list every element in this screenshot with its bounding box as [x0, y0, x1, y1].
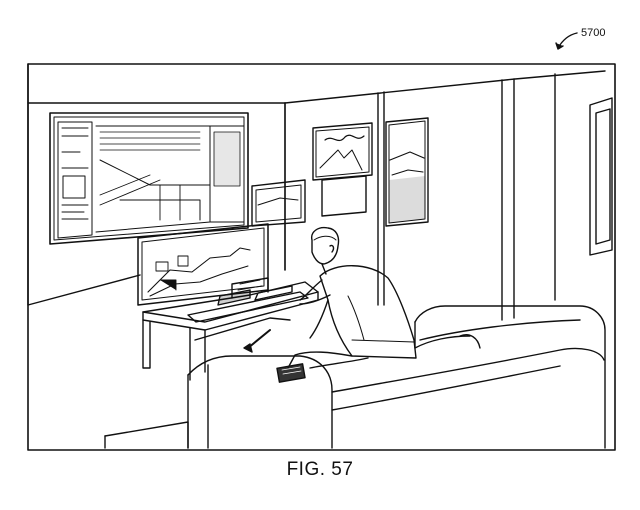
- seated-person-icon: [287, 226, 417, 369]
- reference-arrow-icon: [555, 32, 578, 50]
- virtual-panel-icon-2: [385, 117, 429, 227]
- sofa-icon: [104, 305, 606, 449]
- figure-caption: FIG. 57: [286, 459, 354, 480]
- wall-panel-right: [589, 97, 613, 256]
- building-model-icon: [187, 277, 309, 323]
- wall-monitor-icon: [49, 112, 249, 245]
- desk-monitor-icon: [251, 179, 306, 227]
- reference-number: 5700: [581, 27, 606, 39]
- virtual-panel-icon-desk: [137, 223, 269, 306]
- figure-border: [27, 63, 616, 451]
- stylus-icon: [243, 329, 271, 353]
- wardrobe-icon: [284, 70, 606, 321]
- virtual-panel-icon: [312, 122, 373, 217]
